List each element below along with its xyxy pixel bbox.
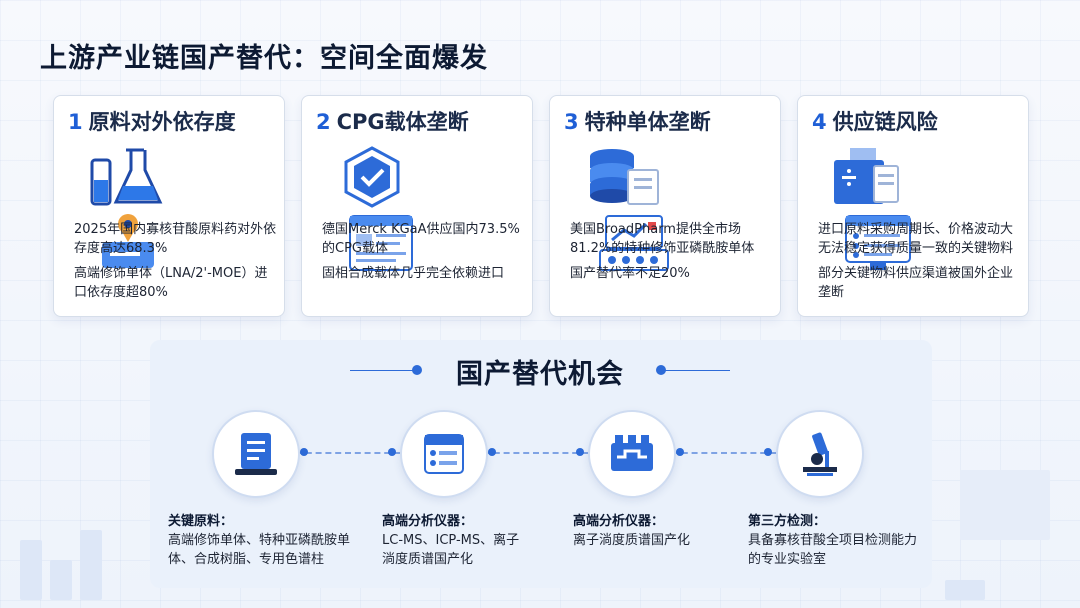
connector-dot	[576, 448, 584, 456]
card-icons	[584, 146, 759, 271]
supply-box-icon	[834, 148, 899, 204]
card-line: 部分关键物料供应渠道被国外企业垄断	[818, 266, 1014, 300]
connector-dot	[300, 448, 308, 456]
title-dot-left	[412, 365, 422, 375]
connector-dot	[388, 448, 396, 456]
card-line: 美国BroadPharm提供全市场81.2%的特种修饰亚磷酰胺单体	[570, 222, 755, 256]
connector-dot	[488, 448, 496, 456]
opportunity-item: 高端分析仪器： LC-MS、ICP-MS、离子淌度质谱国产化	[382, 512, 527, 569]
card-icons	[828, 146, 1003, 270]
opportunity-text: 高端修饰单体、特种亚磷酰胺单体、合成树脂、专用色谱柱	[168, 533, 351, 567]
shield-check-icon	[344, 146, 400, 208]
card-text: 进口原料采购周期长、价格波动大无法稳定获得质量一致的关键物料 部分关键物料供应渠…	[818, 220, 1023, 308]
database-icon	[590, 149, 659, 205]
bg-deco	[945, 580, 985, 600]
bg-deco	[80, 530, 102, 600]
chart-panel-icon	[599, 215, 669, 271]
opportunity-icon-circle	[400, 410, 488, 498]
card-line: 固相合成载体几乎完全依赖进口	[322, 266, 505, 281]
tablet-icon	[235, 433, 277, 475]
card-line: 高端修饰单体（LNA/2'-MOE）进口依存度超80%	[74, 266, 268, 300]
bg-deco	[20, 540, 42, 600]
opportunity-text: LC-MS、ICP-MS、离子淌度质谱国产化	[382, 533, 520, 567]
connector-line	[484, 452, 588, 454]
opportunity-item: 高端分析仪器： 离子淌度质谱国产化	[573, 512, 723, 550]
opportunity-item: 关键原料： 高端修饰单体、特种亚磷酰胺单体、合成树脂、专用色谱柱	[168, 512, 358, 569]
card-text: 2025年国内寡核苷酸原料药对外依存度高达68.3% 高端修饰单体（LNA/2'…	[74, 220, 279, 308]
card-text: 德国Merck KGaA供应国内73.5%的CPG载体 固相合成载体几乎完全依赖…	[322, 220, 527, 289]
card-icons	[90, 146, 265, 268]
card-text: 美国BroadPharm提供全市场81.2%的特种修饰亚磷酰胺单体 国产替代率不…	[570, 220, 775, 289]
card-icons	[332, 146, 507, 271]
dashboard-icon	[845, 215, 911, 270]
opportunity-item: 第三方检测： 具备寡核苷酸全项目检测能力的专业实验室	[748, 512, 918, 569]
opportunity-heading: 高端分析仪器：	[382, 514, 474, 529]
opportunity-title: 国产替代机会	[456, 359, 624, 390]
card-line: 德国Merck KGaA供应国内73.5%的CPG载体	[322, 222, 520, 256]
opportunity-heading: 关键原料：	[168, 514, 234, 529]
document-icon	[349, 215, 413, 271]
opportunity-heading: 高端分析仪器：	[573, 514, 665, 529]
location-card-icon	[102, 214, 154, 268]
opportunity-heading: 第三方检测：	[748, 514, 827, 529]
opportunity-text: 离子淌度质谱国产化	[573, 533, 691, 548]
title-dot-right	[656, 365, 666, 375]
opportunity-text: 具备寡核苷酸全项目检测能力的专业实验室	[748, 533, 918, 567]
title-divider-left	[350, 370, 418, 371]
connector-line	[296, 452, 400, 454]
bg-deco	[50, 560, 72, 600]
opportunity-icon-circle	[776, 410, 864, 498]
opportunity-icon-circle	[588, 410, 676, 498]
card-line: 进口原料采购周期长、价格波动大无法稳定获得质量一致的关键物料	[818, 222, 1014, 256]
connector-dot	[764, 448, 772, 456]
module-icon	[611, 435, 653, 471]
card-line: 国产替代率不足20%	[570, 266, 690, 281]
card-line: 2025年国内寡核苷酸原料药对外依存度高达68.3%	[74, 222, 277, 256]
connector-line	[672, 452, 776, 454]
bg-deco	[960, 470, 1050, 540]
instrument-icon	[424, 434, 464, 474]
title-divider-right	[662, 370, 730, 371]
microscope-icon	[803, 432, 837, 476]
opportunity-icon-circle	[212, 410, 300, 498]
flask-icon	[90, 148, 163, 206]
connector-dot	[676, 448, 684, 456]
page-title: 上游产业链国产替代：空间全面爆发	[40, 43, 488, 74]
